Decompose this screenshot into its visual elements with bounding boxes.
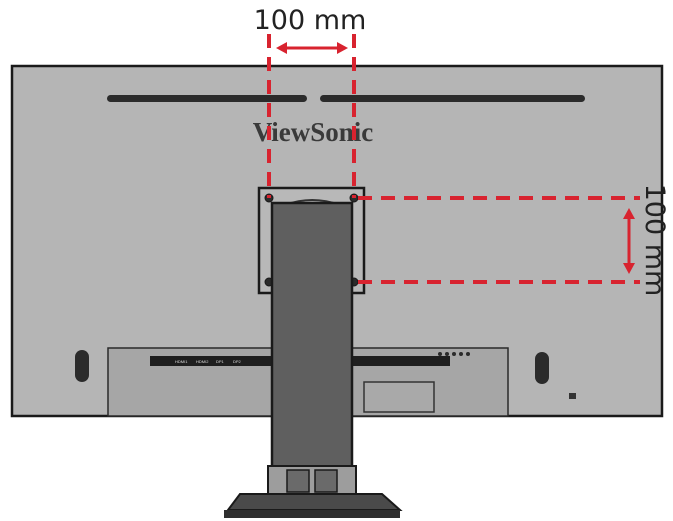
port-label-dp2: DP2 (233, 359, 242, 364)
top-vent-right (320, 95, 585, 102)
port-label-hdmi1: HDMI1 (175, 359, 188, 364)
speaker-grille-right (535, 352, 549, 384)
horizontal-dashed-guides (358, 196, 640, 284)
port-label-hdmi2: HDMI2 (196, 359, 209, 364)
horizontal-dimension-arrow (276, 42, 348, 54)
cable-clip (267, 465, 357, 495)
port-label-dp1: DP1 (216, 359, 225, 364)
stand-base-foot (224, 510, 400, 518)
button-dots (438, 352, 470, 356)
cable-cover-panel (363, 381, 435, 413)
top-vent-left (107, 95, 307, 102)
horizontal-dimension-label: 100 mm (254, 5, 367, 36)
vertical-dashed-guides (267, 34, 356, 198)
stand-neck (270, 201, 354, 470)
vertical-dimension-arrow (623, 208, 635, 274)
lock-slot-icon (569, 393, 576, 399)
speaker-grille-left (75, 350, 89, 382)
vertical-dimension-label: 100 mm (639, 184, 670, 297)
stand-base (226, 493, 403, 511)
